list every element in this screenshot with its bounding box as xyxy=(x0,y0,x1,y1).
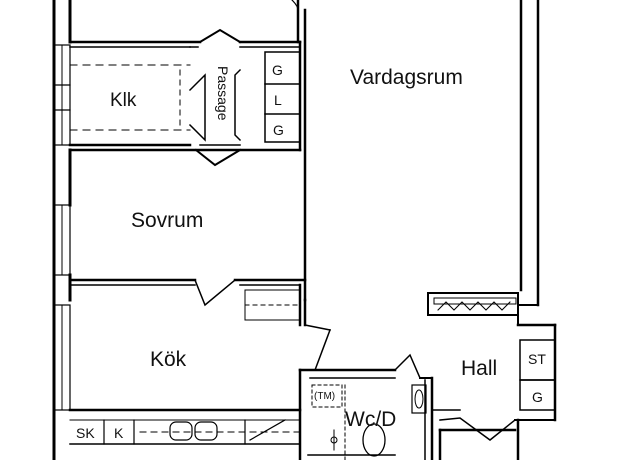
hall-walls xyxy=(431,339,556,460)
fixture-label-st: ST xyxy=(528,351,546,367)
room-label-passage: Passage xyxy=(215,66,231,121)
room-label-kok: Kök xyxy=(150,348,187,371)
room-label-wc-d: Wc/D xyxy=(345,408,396,431)
passage-area xyxy=(188,28,242,167)
fixture-label-l: L xyxy=(274,92,282,108)
wc-d-bathroom xyxy=(298,353,434,460)
fixture-label-g-top: G xyxy=(272,62,283,78)
room-label-sovrum: Sovrum xyxy=(131,209,203,232)
glg-cabinets xyxy=(264,8,307,302)
fixture-label-tm: (TM) xyxy=(314,391,335,402)
kitchen-counter xyxy=(68,368,302,460)
top-walls xyxy=(68,0,302,48)
fixture-label-g-bottom: G xyxy=(273,122,284,138)
room-label-vardagsrum: Vardagsrum xyxy=(350,66,463,89)
room-label-klk: Klk xyxy=(110,90,137,111)
left-exterior-wall xyxy=(52,0,72,460)
vardagsrum-radiator xyxy=(427,292,519,316)
fixture-label-k: K xyxy=(114,425,124,441)
sovrum-walls xyxy=(68,278,331,371)
fixture-label-g-hall: G xyxy=(532,389,543,405)
room-label-hall: Hall xyxy=(461,357,497,380)
klk-closet xyxy=(68,64,302,152)
fixture-label-sk: SK xyxy=(76,425,95,441)
